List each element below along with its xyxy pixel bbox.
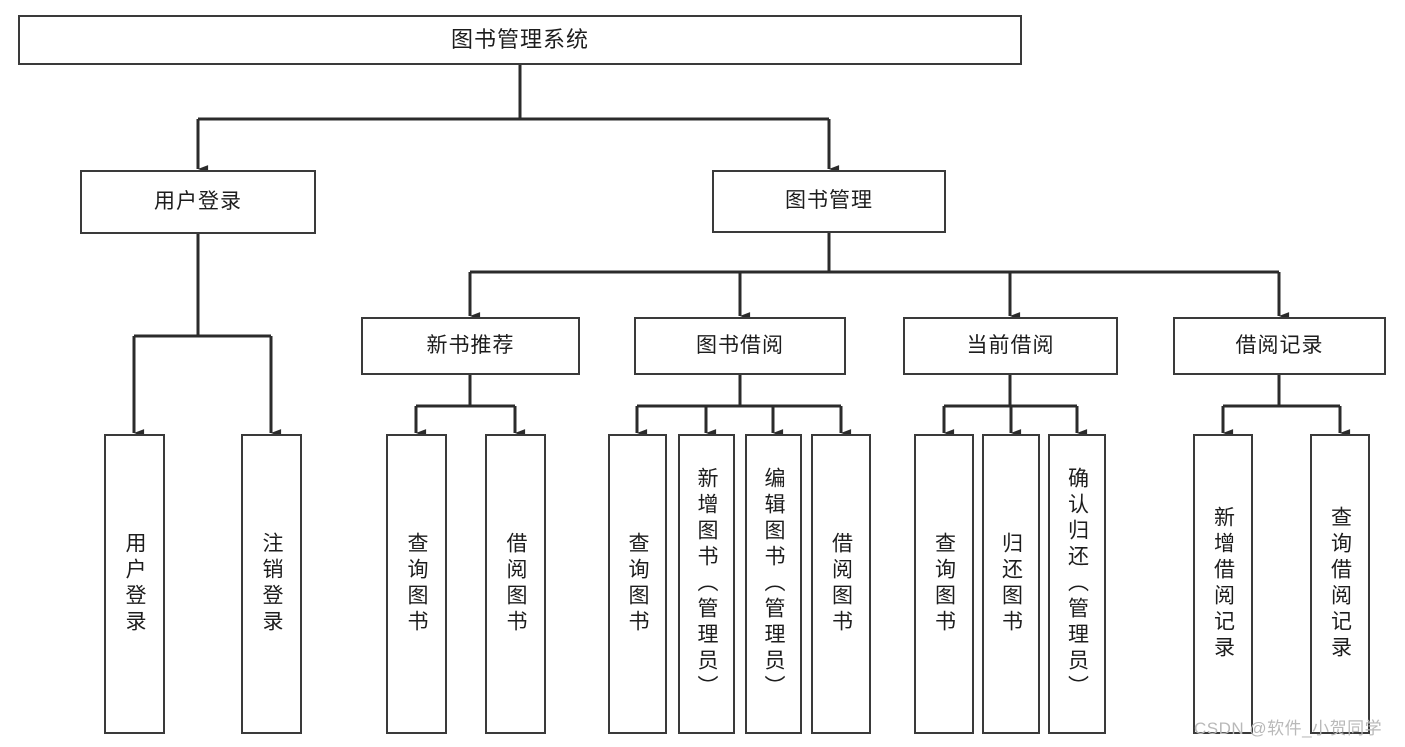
branch-node-box[interactable]: 图书管理 (712, 170, 946, 233)
leaf-node-box[interactable]: 查询图书 (386, 434, 447, 734)
node-label: 当前借阅 (966, 333, 1055, 357)
branch-node-box[interactable]: 新书推荐 (361, 317, 580, 375)
node-label: 编辑图书（管理员） (762, 467, 785, 701)
branch-node-box[interactable]: 借阅记录 (1173, 317, 1386, 375)
leaf-node-box[interactable]: 查询图书 (914, 434, 974, 734)
node-label: 新书推荐 (426, 333, 515, 357)
leaf-node-box[interactable]: 注销登录 (241, 434, 302, 734)
node-label: 图书管理 (785, 189, 873, 213)
node-label: 注销登录 (260, 532, 283, 636)
node-label: 用户登录 (123, 532, 146, 636)
branch-node-box[interactable]: 当前借阅 (903, 317, 1118, 375)
node-label: 图书借阅 (696, 333, 784, 357)
node-label: 新增图书（管理员） (695, 467, 718, 701)
watermark-label: CSDN @软件_小贺同学 (1194, 719, 1383, 738)
node-label: 确认归还（管理员） (1065, 467, 1089, 701)
node-label: 查询图书 (626, 532, 649, 636)
branch-node-box[interactable]: 用户登录 (80, 170, 316, 234)
leaf-node-box[interactable]: 归还图书 (982, 434, 1040, 734)
leaf-node-box[interactable]: 借阅图书 (485, 434, 546, 734)
node-label: 查询借阅记录 (1328, 506, 1352, 662)
node-label: 查询图书 (405, 532, 428, 636)
connector-lines (132, 65, 1351, 437)
node-label: 查询图书 (932, 532, 956, 636)
node-label: 借阅记录 (1235, 333, 1324, 357)
node-label: 归还图书 (999, 532, 1023, 636)
leaf-node-box[interactable]: 查询图书 (608, 434, 667, 734)
leaf-node-box[interactable]: 编辑图书（管理员） (745, 434, 802, 734)
node-label: 借阅图书 (829, 532, 853, 636)
leaf-node-box[interactable]: 新增图书（管理员） (678, 434, 735, 734)
leaf-node-box[interactable]: 查询借阅记录 (1310, 434, 1370, 734)
node-label: 用户登录 (154, 189, 242, 213)
node-label: 图书管理系统 (450, 27, 589, 53)
branch-node-box[interactable]: 图书借阅 (634, 317, 846, 375)
leaf-node-box[interactable]: 用户登录 (104, 434, 165, 734)
node-label: 新增借阅记录 (1211, 506, 1235, 662)
node-label: 借阅图书 (504, 532, 527, 636)
root-node-box[interactable]: 图书管理系统 (18, 15, 1022, 65)
leaf-node-box[interactable]: 确认归还（管理员） (1048, 434, 1106, 734)
leaf-node-box[interactable]: 新增借阅记录 (1193, 434, 1253, 734)
leaf-node-box[interactable]: 借阅图书 (811, 434, 871, 734)
